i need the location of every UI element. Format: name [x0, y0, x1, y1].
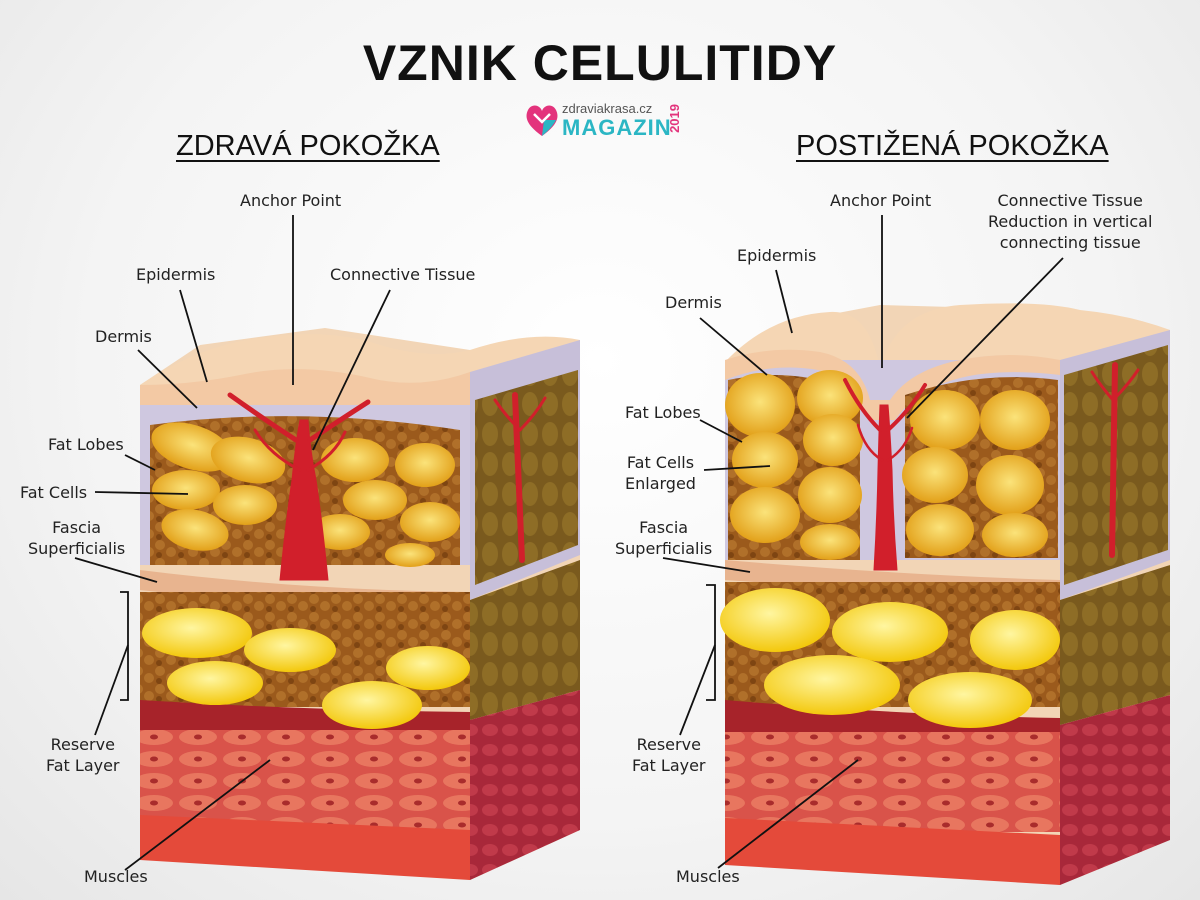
- label-epidermis-left: Epidermis: [136, 265, 216, 284]
- fat-lobes-right: [725, 370, 1050, 560]
- magazine-logo: zdraviakrasa.cz MAGAZIN 2019: [522, 100, 692, 142]
- label-fat-cells-left: Fat Cells: [20, 483, 88, 502]
- connective-tissue-left: [227, 392, 547, 581]
- heading-healthy-skin: ZDRAVÁ POKOŽKA: [176, 130, 440, 162]
- label-muscles-right: Muscles: [676, 867, 740, 886]
- healthy-skin-block: [140, 328, 580, 880]
- label-connective-tissue-left: Connective Tissue: [330, 265, 476, 284]
- label-fascia-left: Fascia Superficialis: [28, 518, 126, 558]
- fat-lobes-left: [151, 422, 460, 567]
- reserve-fat-right: [720, 588, 1060, 728]
- heart-logo-icon: [526, 105, 558, 136]
- label-fat-lobes-right: Fat Lobes: [625, 403, 701, 422]
- heading-affected-skin: POSTIŽENÁ POKOŽKA: [796, 130, 1109, 162]
- label-connective-tissue-right: Connective Tissue Reduction in vertical …: [988, 191, 1153, 252]
- label-dermis-right: Dermis: [665, 293, 722, 312]
- label-fat-cells-right: Fat Cells Enlarged: [625, 453, 696, 493]
- label-fat-lobes-left: Fat Lobes: [48, 435, 124, 454]
- diagram-title: VZNIK CELULITIDY: [362, 35, 838, 91]
- logo-domain: zdraviakrasa.cz: [562, 101, 653, 116]
- label-epidermis-right: Epidermis: [737, 246, 817, 265]
- label-fascia-right: Fascia Superficialis: [615, 518, 713, 558]
- reserve-fat-left: [142, 608, 470, 729]
- label-muscles-left: Muscles: [84, 867, 148, 886]
- label-reserve-fat-right: Reserve Fat Layer: [632, 735, 706, 775]
- label-reserve-fat-left: Reserve Fat Layer: [46, 735, 120, 775]
- logo-magazine: MAGAZIN: [562, 115, 672, 140]
- leader-lines: [74, 215, 1064, 871]
- connective-tissue-right: [843, 362, 1140, 571]
- label-anchor-point-left: Anchor Point: [240, 191, 342, 210]
- label-anchor-point-right: Anchor Point: [830, 191, 932, 210]
- label-dermis-left: Dermis: [95, 327, 152, 346]
- affected-skin-block: [720, 303, 1170, 885]
